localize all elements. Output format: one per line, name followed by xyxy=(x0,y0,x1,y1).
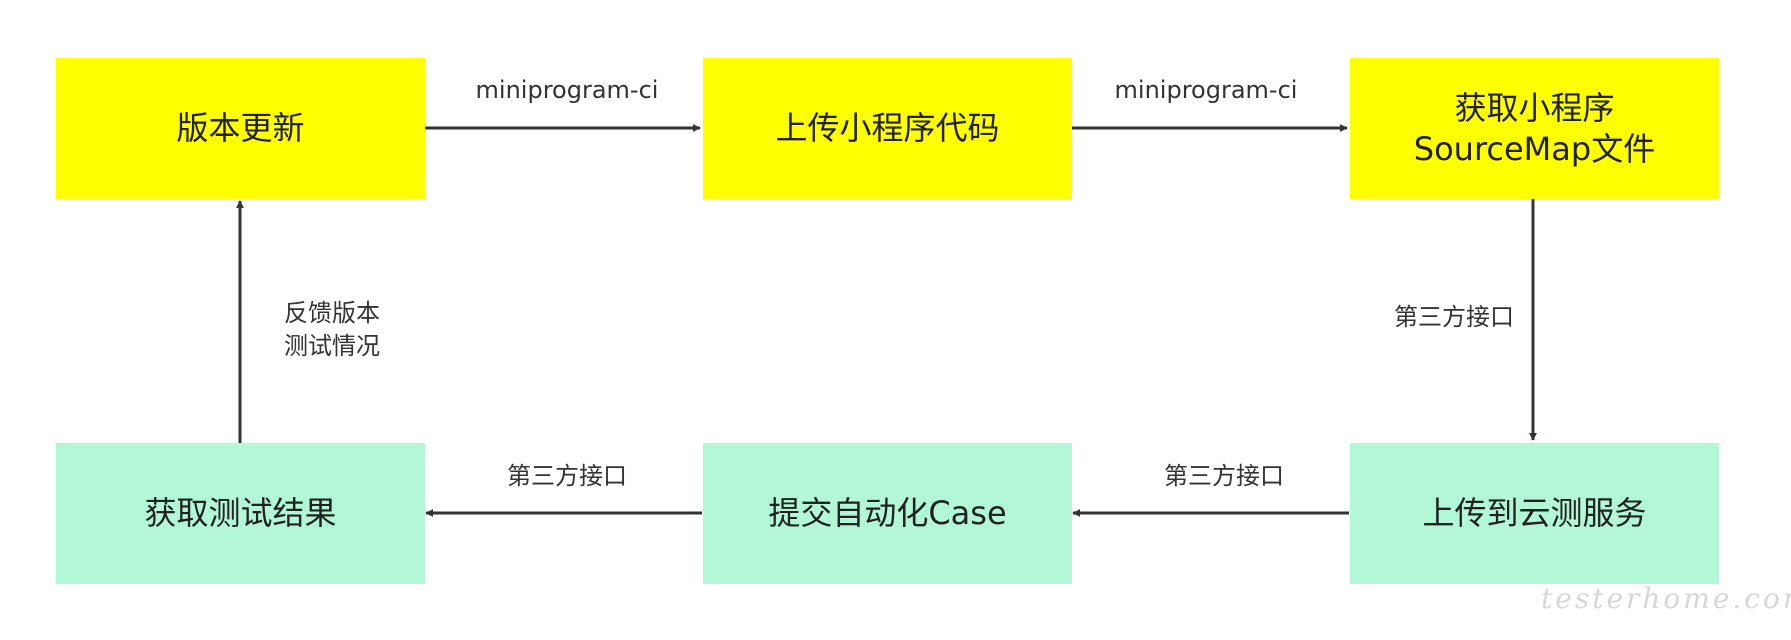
edge-label-third-party-api-bottom-right: 第三方接口 xyxy=(1164,462,1284,490)
node-get-sourcemap-label-line2: SourceMap文件 xyxy=(1413,129,1656,168)
node-upload-cloud: 上传到云测服务 xyxy=(1350,443,1719,584)
node-upload-code-label: 上传小程序代码 xyxy=(775,109,1000,147)
node-get-result-label: 获取测试结果 xyxy=(144,494,337,532)
watermark-text: testerhome.com xyxy=(1541,582,1791,615)
node-get-sourcemap-label-line1: 获取小程序 xyxy=(1454,88,1615,127)
edge-label-feedback-line2: 测试情况 xyxy=(284,332,380,360)
edge-label-feedback-line1: 反馈版本 xyxy=(284,299,380,327)
node-version-update-label: 版本更新 xyxy=(176,109,305,147)
edge-label-third-party-api-right: 第三方接口 xyxy=(1394,303,1514,331)
node-get-result: 获取测试结果 xyxy=(56,443,425,584)
node-submit-case: 提交自动化Case xyxy=(703,443,1072,584)
edge-label-feedback: 反馈版本 测试情况 xyxy=(284,297,380,363)
edge-label-miniprogram-ci-2: miniprogram-ci xyxy=(1114,76,1298,104)
edge-label-third-party-api-bottom-left: 第三方接口 xyxy=(507,462,627,490)
edge-label-miniprogram-ci-1: miniprogram-ci xyxy=(475,76,659,104)
node-submit-case-label: 提交自动化Case xyxy=(768,494,1007,532)
node-upload-code: 上传小程序代码 xyxy=(703,58,1072,199)
node-upload-cloud-label: 上传到云测服务 xyxy=(1422,494,1647,532)
node-version-update: 版本更新 xyxy=(56,58,425,199)
node-get-sourcemap: 获取小程序 SourceMap文件 xyxy=(1350,58,1719,199)
